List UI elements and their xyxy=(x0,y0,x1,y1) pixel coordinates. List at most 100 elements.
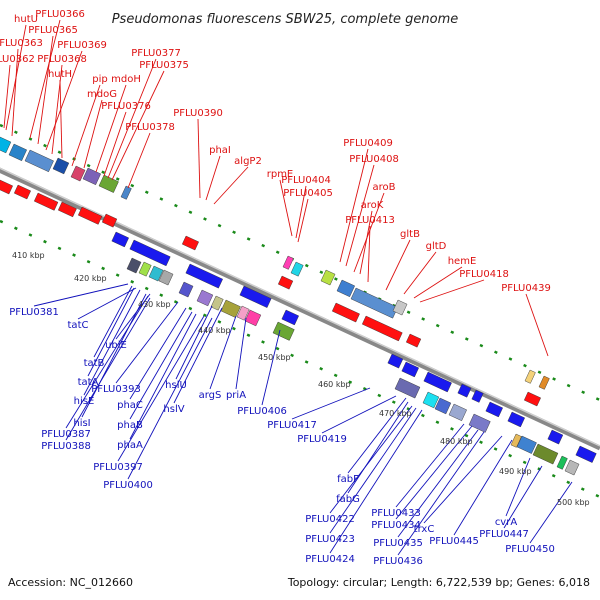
annotation-block xyxy=(220,299,241,318)
gene-label: hslU xyxy=(165,380,187,391)
annotation-block xyxy=(422,391,440,409)
gene-label-layer: hutUPFLU0366PFLU0365PFLU0363PFLU0369PFLU… xyxy=(0,9,555,567)
forward-feature xyxy=(331,302,360,323)
annotation-block xyxy=(468,413,491,433)
annotation-block xyxy=(282,255,294,270)
callout-line xyxy=(209,315,237,390)
callout-line xyxy=(395,425,473,520)
forward-feature xyxy=(361,315,403,342)
callout-line xyxy=(213,166,249,205)
callout-line xyxy=(11,48,19,137)
annotation-block xyxy=(8,143,27,162)
forward-feature xyxy=(57,201,77,218)
gene-label: fabF xyxy=(337,474,359,485)
callout-line xyxy=(329,407,417,534)
callout-line xyxy=(503,465,543,529)
annotation-block xyxy=(350,287,399,319)
annotation-block xyxy=(556,455,568,470)
callout-line xyxy=(297,198,309,243)
callout-line xyxy=(339,148,369,263)
gene-label: PFLU0388 xyxy=(41,441,91,452)
gene-label: pip xyxy=(92,74,107,85)
callout-line xyxy=(345,164,375,267)
map-title: Pseudomonas fluorescens SBW25, complete … xyxy=(112,12,459,27)
callout-line xyxy=(37,35,54,145)
annotation-block xyxy=(196,289,214,307)
annotation-block xyxy=(82,167,101,186)
callout-line xyxy=(103,111,127,177)
callout-line xyxy=(279,179,293,237)
callout-line xyxy=(291,387,371,420)
callout-line xyxy=(197,118,201,199)
annotation-block xyxy=(564,459,580,476)
forward-feature xyxy=(77,206,103,225)
callout-line xyxy=(81,293,147,418)
gene-label: PFLU0390 xyxy=(173,108,223,119)
annotation-block xyxy=(524,369,536,384)
forward-feature xyxy=(277,275,294,290)
tick-label: 470 kbp xyxy=(379,409,412,418)
gene-label: mdoH xyxy=(111,74,141,85)
gene-label: PFLU0404 xyxy=(281,175,331,186)
callout-line xyxy=(59,79,63,159)
gene-label: PFLU0397 xyxy=(93,462,143,473)
gene-label: rpmE xyxy=(267,169,294,180)
reverse-feature xyxy=(547,429,564,445)
gene-label: hisE xyxy=(74,396,95,407)
callout-line xyxy=(505,457,531,517)
gene-label: algP2 xyxy=(234,156,262,167)
gene-label: phaC xyxy=(117,400,143,411)
gene-label: phaB xyxy=(117,420,143,431)
annotation-block xyxy=(126,257,142,274)
gene-label: PFLU0376 xyxy=(101,101,151,112)
callout-line xyxy=(71,84,101,167)
callout-line xyxy=(111,70,165,181)
annotation-block xyxy=(0,136,12,154)
annotation-block xyxy=(158,269,174,286)
callout-line xyxy=(347,401,409,494)
annotation-block xyxy=(178,281,194,298)
gene-label: PFLU0368 xyxy=(37,54,87,65)
gene-label: hemE xyxy=(448,256,477,267)
annotation-block xyxy=(236,305,250,321)
annotation-block xyxy=(392,299,408,316)
gene-label: PFLU0434 xyxy=(371,520,421,531)
gene-label: PFLU0400 xyxy=(103,480,153,491)
gene-label: PFLU0363 xyxy=(0,38,43,49)
gene-label: PFLU0393 xyxy=(91,384,141,395)
reverse-feature xyxy=(401,361,419,378)
gene-label: PFLU0433 xyxy=(371,508,421,519)
gene-label: hutU xyxy=(14,14,38,25)
gene-label: PFLU0439 xyxy=(501,283,551,294)
gene-label: PFLU0435 xyxy=(373,538,423,549)
callout-line xyxy=(173,307,223,404)
callout-line xyxy=(129,313,197,440)
gene-label: gltD xyxy=(426,241,447,252)
callout-line xyxy=(127,317,213,480)
callout-line xyxy=(175,305,213,380)
annotation-block xyxy=(290,261,304,277)
annotation-block xyxy=(516,435,537,454)
reverse-feature xyxy=(111,231,129,248)
gene-label: PFLU0422 xyxy=(305,514,355,525)
callout-line xyxy=(129,307,187,400)
reverse-feature xyxy=(457,383,472,398)
gene-label: PFLU0362 xyxy=(0,54,35,65)
gene-label: PFLU0365 xyxy=(28,25,78,36)
callout-line xyxy=(403,251,437,295)
gene-label: PFLU0413 xyxy=(345,215,395,226)
gene-label: tatA xyxy=(78,377,99,388)
callout-line xyxy=(295,185,307,239)
gene-label: PFLU0369 xyxy=(57,40,107,51)
genome-backbone-highlight xyxy=(0,167,600,447)
annotation-block xyxy=(98,174,119,193)
annotation-block xyxy=(148,265,164,282)
gene-label: mdoG xyxy=(87,89,117,100)
callout-line xyxy=(95,84,127,173)
callout-line xyxy=(321,395,397,434)
callout-line xyxy=(205,155,221,201)
tick-label: 500 kbp xyxy=(557,498,590,507)
reverse-feature xyxy=(575,445,597,463)
forward-feature xyxy=(523,391,541,407)
gene-label: PFLU0377 xyxy=(131,48,181,59)
